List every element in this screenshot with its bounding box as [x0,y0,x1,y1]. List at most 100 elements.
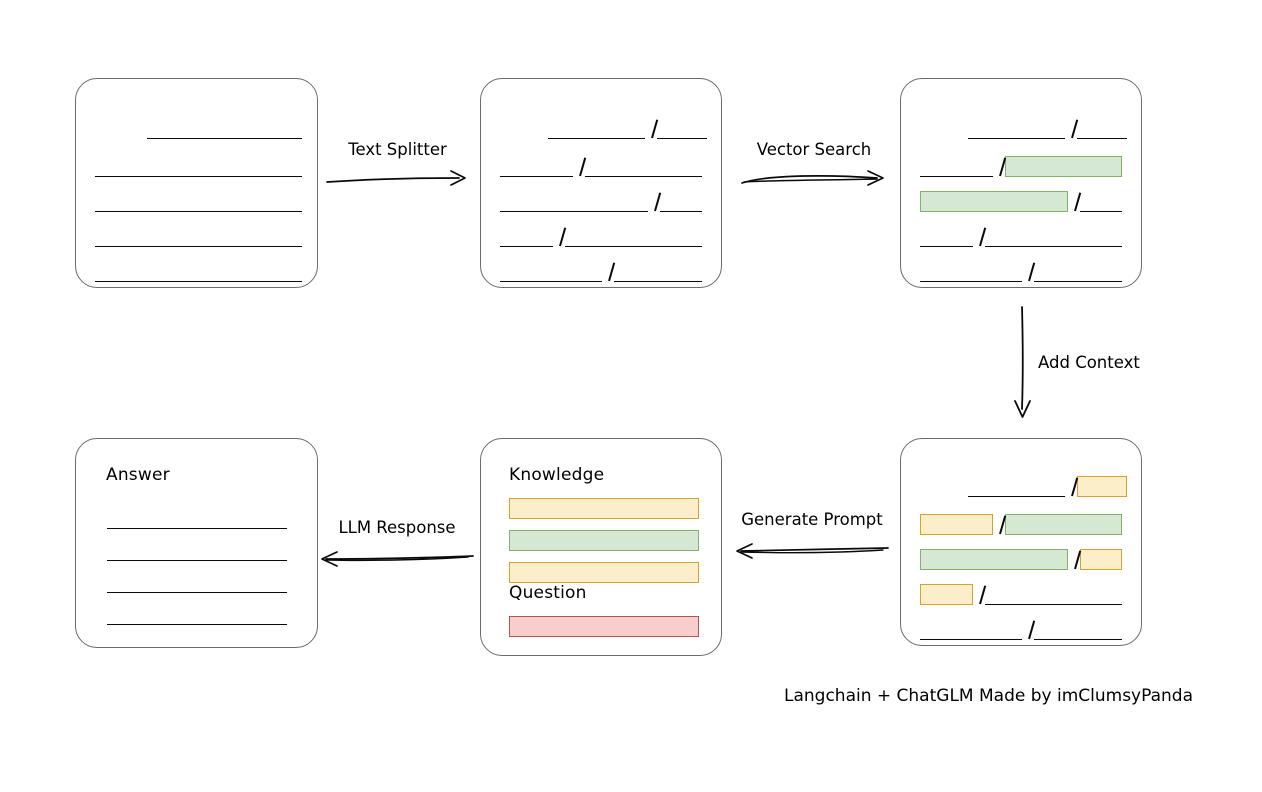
text-line [500,281,602,282]
slash-icon [573,155,585,177]
text-line [107,592,287,593]
footer-credit: Langchain + ChatGLM Made by imClumsyPand… [784,686,1193,706]
source-document-rows [76,79,317,287]
slash-icon [1068,190,1080,212]
slash-icon [1068,548,1080,570]
table-row [76,117,317,139]
knowledge-chip-yellow [509,498,699,519]
arrow-left-icon [321,551,474,567]
text-line [1077,138,1127,139]
context-prompt-box[interactable] [900,438,1142,646]
table-row [901,513,1141,535]
highlight-chip-green [920,191,1068,212]
arrow-left-icon [736,543,889,559]
text-line [565,246,702,247]
context-prompt-rows [901,439,1141,645]
table-row [481,561,721,583]
text-line [657,138,707,139]
text-line [1034,639,1122,640]
text-line [95,281,302,282]
answer-rows [76,439,317,647]
knowledge-label: Knowledge [509,465,605,485]
table-row [901,548,1141,570]
arrow-text-splitter: Text Splitter [325,140,470,195]
table-row [481,190,721,212]
prompt-box[interactable]: Knowledge Question [480,438,722,656]
text-line [660,211,702,212]
text-line [95,246,302,247]
table-row [901,225,1141,247]
text-line [500,176,573,177]
split-chunks-rows [481,79,721,287]
arrow-label-text-splitter: Text Splitter [348,140,447,159]
arrow-right-icon [326,170,466,186]
text-line [500,211,648,212]
text-line [985,604,1122,605]
text-line [107,560,287,561]
table-row [76,190,317,212]
text-line [147,138,302,139]
table-row [901,475,1141,497]
text-line [585,176,702,177]
arrow-vector-search: Vector Search [740,140,888,195]
table-row [76,260,317,282]
table-row [481,615,721,637]
table-row [481,260,721,282]
highlight-chip-yellow [1077,476,1127,497]
split-chunks-box[interactable] [480,78,722,288]
table-row [76,507,317,529]
slash-icon [553,225,565,247]
source-document-box[interactable] [75,78,318,288]
table-row [901,190,1141,212]
slash-icon [1065,475,1077,497]
table-row [481,225,721,247]
answer-box[interactable]: Answer [75,438,318,648]
arrow-llm-response: LLM Response [318,518,476,573]
table-row [901,155,1141,177]
text-line [920,246,973,247]
text-line [968,138,1065,139]
answer-label: Answer [106,465,170,485]
text-line [1080,211,1122,212]
table-row [76,603,317,625]
text-line [500,246,553,247]
text-line [614,281,702,282]
slash-icon [645,117,657,139]
table-row [481,497,721,519]
vector-match-box[interactable] [900,78,1142,288]
text-line [95,176,302,177]
question-chip-red [509,616,699,637]
slash-icon [973,583,985,605]
highlight-chip-green [1005,156,1122,177]
prompt-rows [481,439,721,655]
text-line [95,211,302,212]
arrow-right-icon [741,170,884,186]
knowledge-chip-green [509,530,699,551]
text-line [107,624,287,625]
arrow-label-llm-response: LLM Response [338,518,456,537]
table-row [76,225,317,247]
text-line [920,281,1022,282]
question-label: Question [509,583,587,603]
table-row [76,155,317,177]
text-line [548,138,645,139]
arrow-label-vector-search: Vector Search [756,140,872,159]
table-row [481,529,721,551]
table-row [481,117,721,139]
text-line [920,176,993,177]
slash-icon [973,225,985,247]
table-row [481,155,721,177]
text-line [1034,281,1122,282]
highlight-chip-yellow [920,514,993,535]
vector-match-rows [901,79,1141,287]
slash-icon [993,513,1005,535]
table-row [901,583,1141,605]
text-line [968,496,1065,497]
table-row [901,117,1141,139]
arrow-label-add-context: Add Context [1038,353,1140,372]
table-row [901,260,1141,282]
slash-icon [1065,117,1077,139]
slash-icon [602,260,614,282]
arrow-down-icon [1014,306,1031,418]
text-line [920,639,1022,640]
